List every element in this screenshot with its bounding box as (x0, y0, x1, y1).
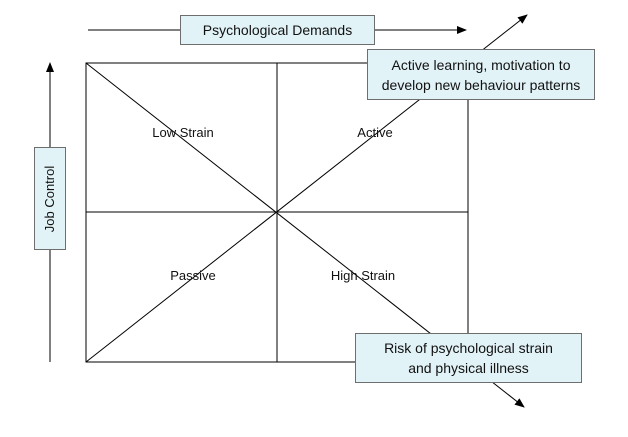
y-axis-label-box: Job Control (34, 147, 66, 250)
active-learning-callout: Active learning, motivation to develop n… (367, 49, 595, 100)
y-axis-label: Job Control (42, 165, 57, 232)
strain-risk-line-2: and physical illness (408, 360, 529, 376)
quadrant-active: Active (357, 125, 393, 140)
active-learning-line-2: develop new behaviour patterns (381, 76, 581, 93)
quadrant-high-strain: High Strain (330, 268, 396, 283)
quadrant-low-strain: Low Strain (152, 125, 214, 140)
strain-risk-line-1: Risk of psychological strain (384, 340, 553, 356)
active-learning-line-1: Active learning, motivation to (391, 56, 571, 73)
quadrant-passive: Passive (170, 268, 216, 283)
strain-risk-callout: Risk of psychological strain and physica… (355, 333, 582, 383)
x-axis-label-box: Psychological Demands (180, 15, 375, 45)
x-axis-label: Psychological Demands (202, 22, 353, 38)
